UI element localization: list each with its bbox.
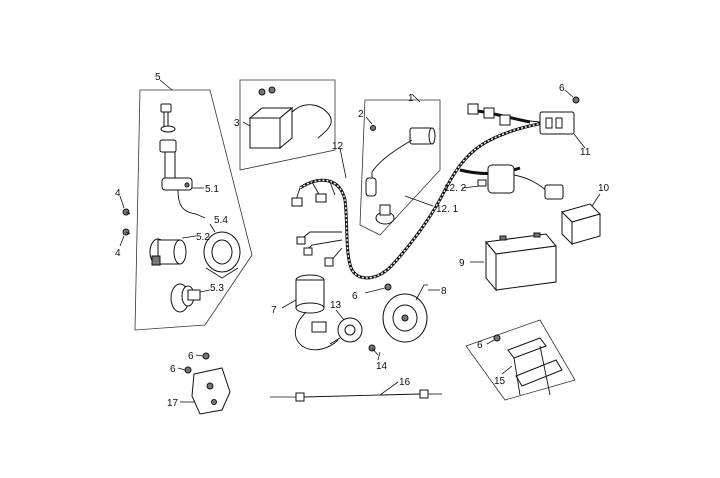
callout-6-middle: 6: [352, 291, 358, 302]
callout-12-2: 12. 2: [444, 183, 467, 194]
handlebar-switch: [465, 319, 576, 401]
ignition-key: [160, 103, 176, 133]
callout-6-bracket-lower: 6: [170, 364, 176, 375]
starter-relay: [239, 79, 336, 171]
wiring-harness: [291, 103, 561, 280]
voltage-regulator: [519, 111, 586, 149]
callout-16: 16: [399, 377, 411, 388]
callout-11: 11: [580, 147, 591, 158]
callout-9: 9: [459, 258, 465, 269]
bolt-6-middle: [364, 283, 392, 294]
callout-4-upper: 4: [115, 188, 121, 199]
callout-10: 10: [598, 183, 610, 194]
mounting-bracket: [180, 367, 231, 415]
ignition-group-frame: [134, 89, 253, 331]
callout-15: 15: [494, 376, 506, 387]
switch-frame: [465, 319, 576, 401]
callout-5: 5: [155, 72, 161, 83]
callout-3: 3: [234, 118, 240, 129]
seat-lock: [203, 231, 241, 279]
stop-switch: [329, 309, 363, 345]
bolt-6-bracket-lower: [177, 366, 192, 374]
flasher-relay: [561, 193, 601, 246]
callout-7: 7: [271, 305, 277, 316]
lock-cylinder: [149, 238, 187, 266]
ignition-switch-group: [119, 79, 253, 331]
bolt-4-upper: [122, 208, 131, 216]
horn: [382, 284, 440, 343]
callout-2: 2: [358, 109, 364, 120]
lock-cap: [170, 283, 201, 313]
callout-8: 8: [441, 286, 447, 297]
callout-13: 13: [330, 300, 342, 311]
bolt-14: [368, 344, 381, 361]
callout-17: 17: [167, 398, 179, 409]
ignition-coil-group: [359, 93, 441, 236]
callout-12-1: 12. 1: [436, 204, 459, 215]
ignition-switch-body: [159, 139, 206, 219]
callout-5-4: 5.4: [214, 215, 228, 226]
callout-1: 1: [408, 93, 414, 104]
callout-4-lower: 4: [115, 248, 121, 259]
callout-12: 12: [332, 141, 344, 152]
connector-block: [477, 164, 564, 200]
callout-6-switch: 6: [477, 340, 483, 351]
bolt-4-lower: [122, 228, 131, 236]
callout-5-2: 5.2: [196, 232, 210, 243]
callout-5-3: 5.3: [210, 283, 224, 294]
coil-frame: [359, 99, 441, 236]
bolt-6-top: [564, 89, 580, 104]
relay-frame: [239, 79, 336, 171]
callout-6-top: 6: [559, 83, 565, 94]
battery: [470, 232, 557, 292]
fuel-sender-unit: [281, 274, 339, 351]
callout-5-1: 5.1: [205, 184, 219, 195]
speedometer-cable: [270, 381, 442, 402]
bolt-6-bracket-upper: [195, 352, 210, 360]
callout-6-bracket-upper: 6: [188, 351, 194, 362]
callout-14: 14: [376, 361, 388, 372]
